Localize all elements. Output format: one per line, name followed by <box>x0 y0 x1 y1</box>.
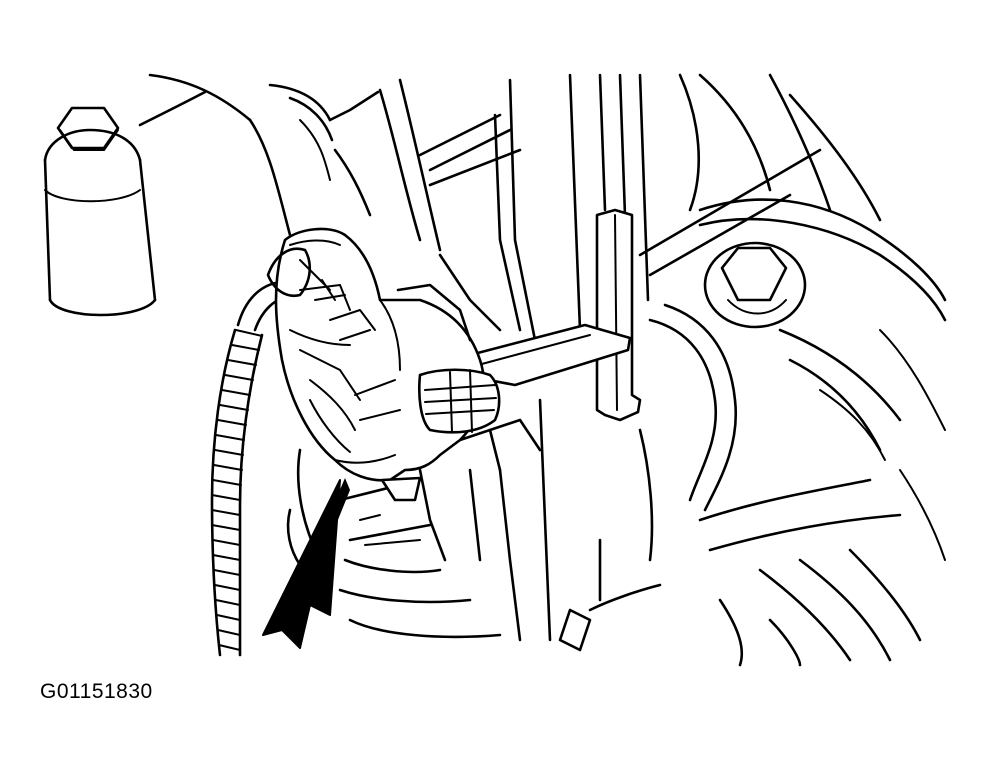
wire-harness-loom <box>212 282 292 655</box>
mounting-bracket <box>597 210 640 420</box>
figure-code: G01151830 <box>40 680 153 703</box>
transmission-housing <box>560 305 945 665</box>
electrical-connector <box>268 229 484 500</box>
engine-block-outline <box>140 75 945 340</box>
right-bolt <box>705 243 805 327</box>
arrow-pointer-icon <box>263 478 350 648</box>
connector-latch <box>419 370 499 433</box>
upper-left-bolt <box>45 108 155 315</box>
